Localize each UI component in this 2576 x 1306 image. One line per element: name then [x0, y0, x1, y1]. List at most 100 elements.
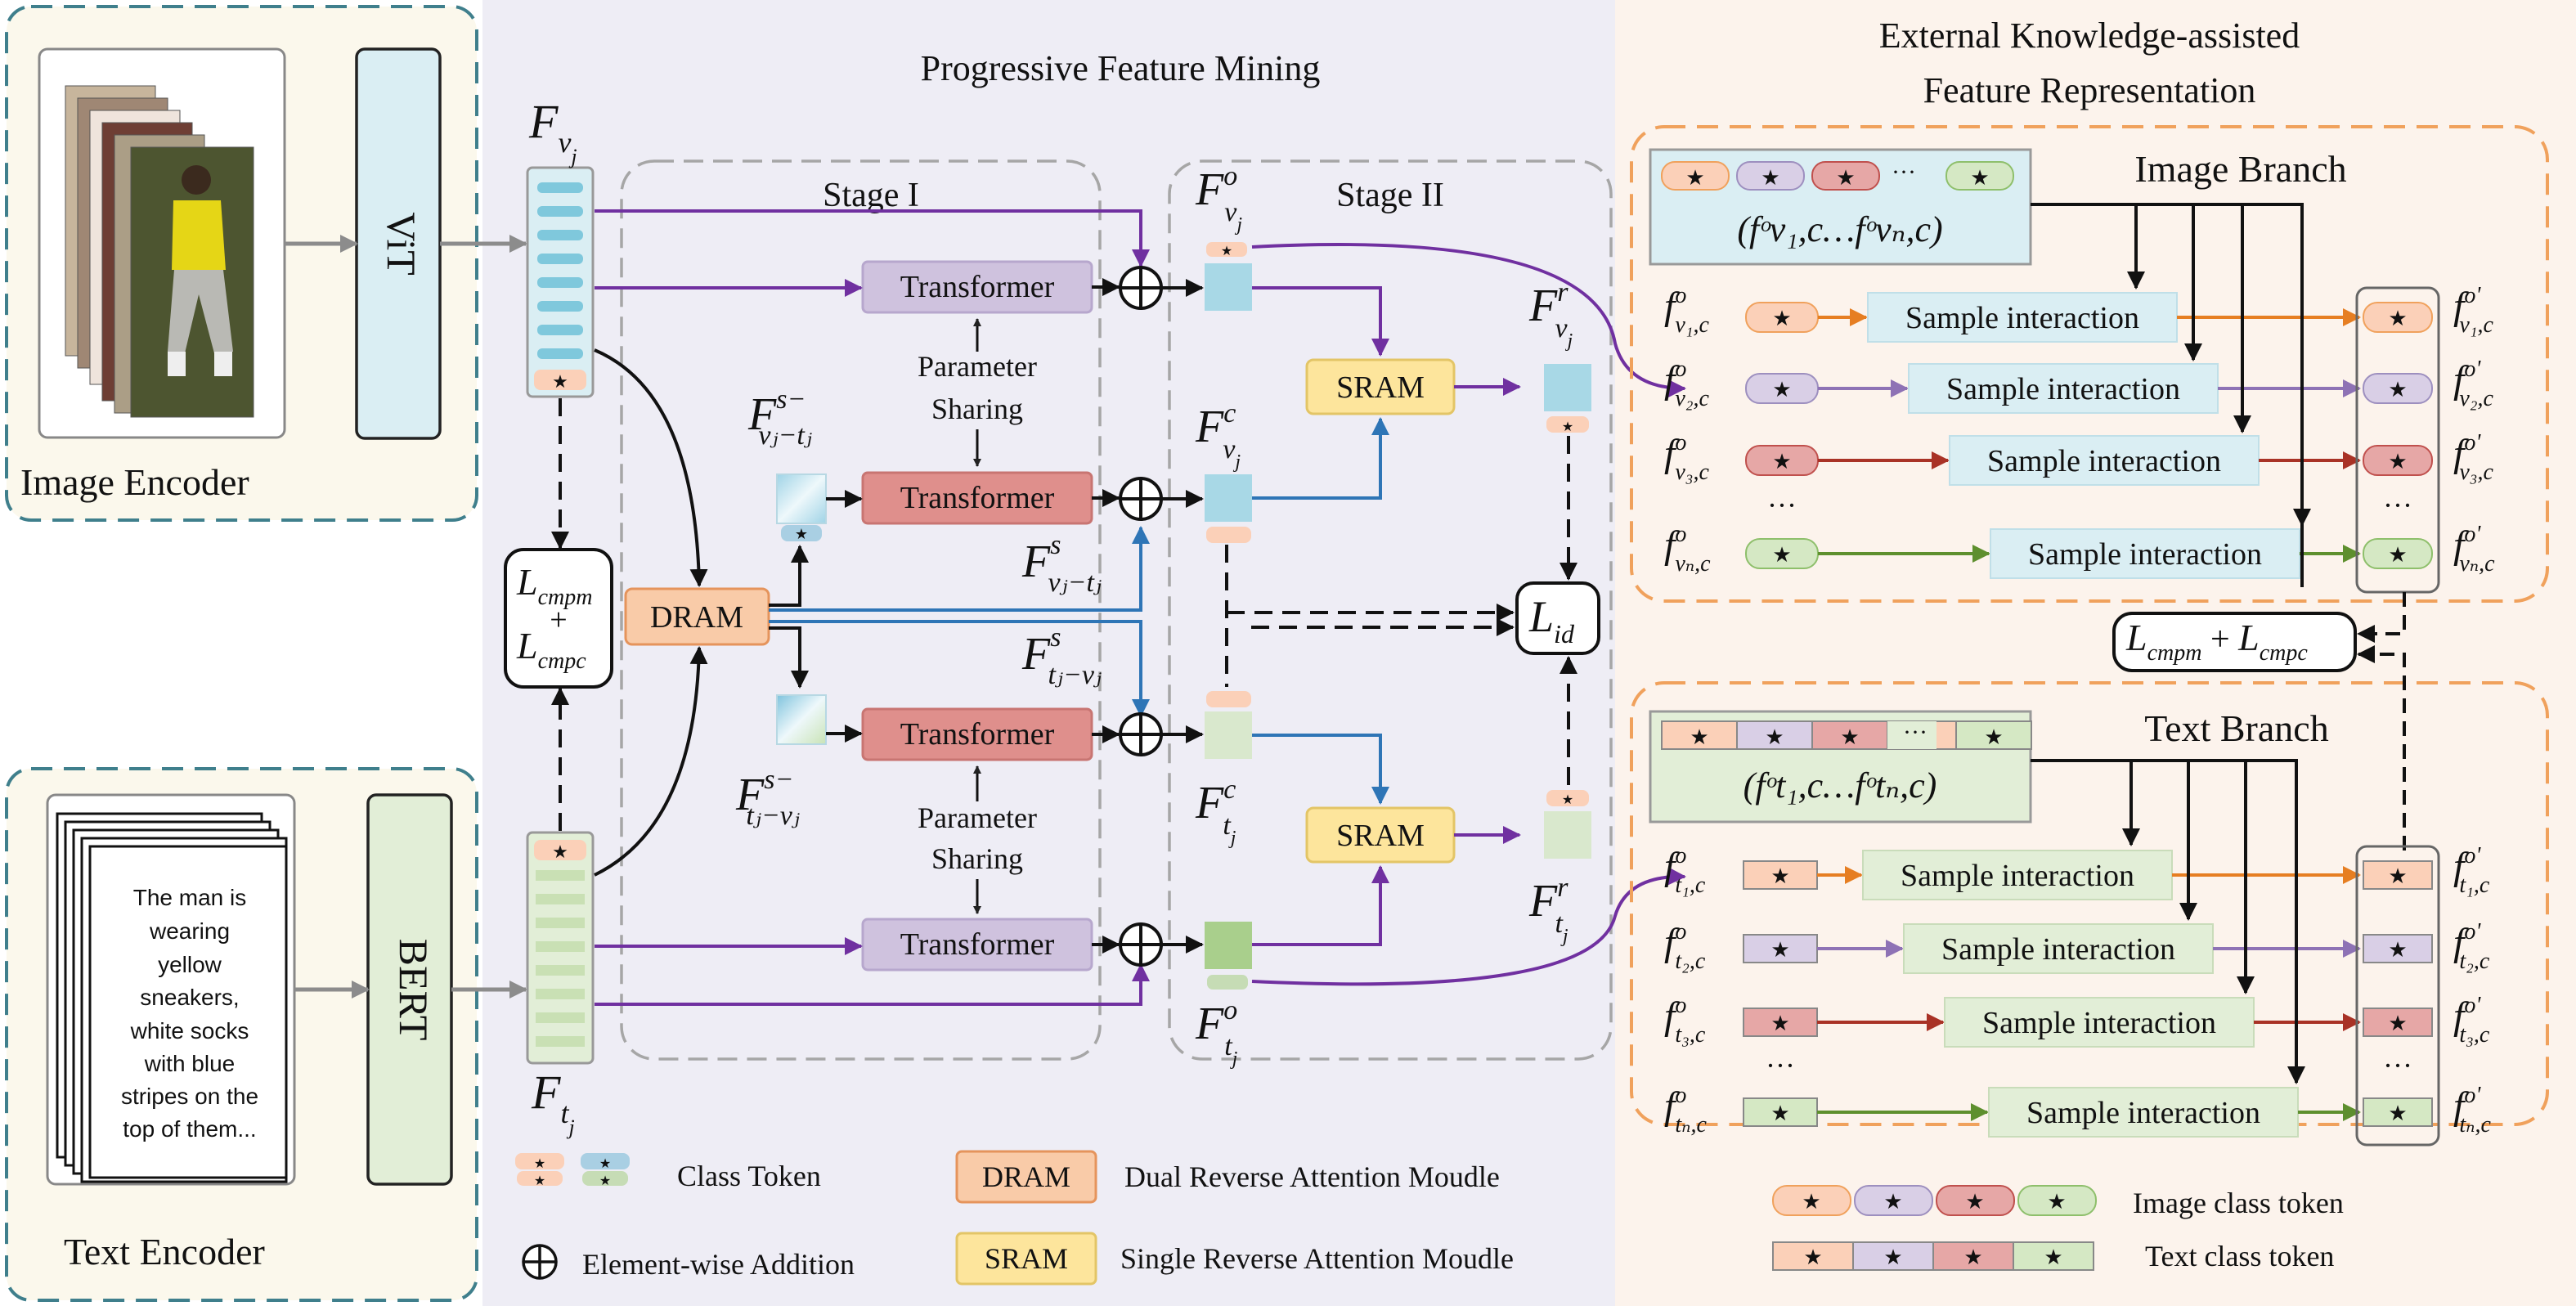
f-s-minus-tv-label: Fs−tⱼ−vⱼ — [735, 765, 800, 831]
svg-text:★: ★ — [1984, 725, 2003, 749]
svg-text:★: ★ — [1761, 165, 1779, 190]
f-s-minus-vt-label: Fs−vⱼ−tⱼ — [747, 384, 812, 451]
feat-ft-o — [1205, 922, 1252, 990]
svg-text:···: ··· — [1892, 159, 1916, 186]
svg-text:The man is: The man is — [133, 885, 247, 910]
svg-text:★: ★ — [2388, 542, 2407, 567]
dram-box — [624, 587, 770, 646]
person-images — [65, 85, 254, 418]
svg-text:top of them...: top of them... — [123, 1116, 256, 1142]
stage1-box — [620, 159, 1102, 1061]
svg-text:···: ··· — [2383, 489, 2412, 522]
svg-text:Transformer: Transformer — [900, 481, 1055, 515]
svg-text:Transformer: Transformer — [900, 927, 1055, 962]
svg-text:···: ··· — [1766, 1049, 1795, 1082]
svg-text:★: ★ — [1221, 245, 1232, 258]
svg-text:★: ★ — [552, 841, 568, 862]
svg-text:fov₁,c: fov₁,c — [1664, 283, 1710, 338]
text-set-label: (fᵒt₁,c…fᵒtₙ,c) — [1744, 765, 1937, 806]
image-set-label: (fᵒv₁,c…fᵒvₙ,c) — [1737, 209, 1942, 249]
svg-text:stripes on the: stripes on the — [121, 1084, 258, 1109]
svg-text:fo'vₙ,c: fo'vₙ,c — [2453, 522, 2495, 577]
svg-text:wearing: wearing — [149, 918, 230, 944]
svg-text:★: ★ — [2388, 864, 2407, 888]
bert-label: BERT — [391, 939, 437, 1041]
feat-fv-c — [1205, 474, 1252, 543]
add-symbol-4 — [1119, 922, 1163, 967]
svg-text:★: ★ — [1772, 449, 1791, 473]
svg-text:with blue: with blue — [144, 1051, 236, 1076]
svg-text:★: ★ — [2388, 1101, 2407, 1125]
stage2-box — [1168, 159, 1613, 1061]
svg-text:★: ★ — [1770, 1011, 1789, 1035]
image-branch-box — [1630, 125, 2549, 603]
svg-text:★: ★ — [534, 1174, 545, 1188]
svg-text:★: ★ — [552, 371, 568, 392]
text-set-tokens: ★ ★ ★ ··· ★ — [1661, 719, 2032, 750]
svg-text:fo't₂,c: fo't₂,c — [2453, 919, 2490, 974]
svg-text:SRAM: SRAM — [1336, 370, 1425, 405]
svg-text:Lcmpc: Lcmpc — [516, 625, 586, 674]
feat-ft-r: ★ — [1544, 790, 1591, 859]
svg-text:fo'tₙ,c: fo'tₙ,c — [2453, 1083, 2491, 1138]
image-branch-title: Image Branch — [2134, 148, 2346, 190]
svg-text:★: ★ — [2388, 937, 2407, 962]
svg-text:Transformer: Transformer — [900, 270, 1055, 304]
svg-text:Lcmpm: Lcmpm — [516, 561, 592, 610]
svg-text:★: ★ — [1803, 1245, 1822, 1269]
svg-text:★: ★ — [2388, 1011, 2407, 1035]
svg-text:Sample interaction: Sample interaction — [1946, 372, 2180, 406]
svg-text:DRAM: DRAM — [650, 600, 743, 635]
svg-text:DRAM: DRAM — [982, 1160, 1070, 1193]
stage1-label: Stage I — [823, 177, 919, 214]
param-sharing-bottom: Parameter — [918, 801, 1037, 834]
svg-text:fo't₁,c: fo't₁,c — [2453, 843, 2490, 898]
svg-text:★: ★ — [1562, 793, 1573, 807]
svg-text:+: + — [550, 603, 567, 637]
f-s-minus-text-box — [776, 694, 827, 745]
svg-text:Transformer: Transformer — [900, 717, 1055, 752]
svg-text:···: ··· — [1903, 719, 1928, 746]
svg-text:fo't₃,c: fo't₃,c — [2453, 993, 2490, 1048]
svg-text:Single Reverse Attention Moud: Single Reverse Attention Moudle — [1120, 1242, 1514, 1275]
svg-text:Sample interaction: Sample interaction — [1982, 1006, 2216, 1040]
svg-text:fot₁,c: fot₁,c — [1664, 843, 1706, 898]
svg-text:Sample interaction: Sample interaction — [1901, 859, 2134, 893]
svg-text:★: ★ — [1963, 1245, 1982, 1269]
add-symbol-2 — [1119, 477, 1163, 521]
svg-text:★: ★ — [1840, 725, 1859, 749]
loss-cmpm-cmpc-right — [2112, 612, 2357, 672]
svg-text:···: ··· — [1767, 489, 1797, 522]
fv-label: Fvj — [528, 95, 577, 168]
svg-text:sneakers,: sneakers, — [140, 985, 239, 1010]
legend-element-wise-addition: Element-wise Addition — [522, 1244, 855, 1281]
feat-fv-o: ★ — [1205, 242, 1252, 311]
svg-text:Sample interaction: Sample interaction — [1987, 444, 2221, 478]
svg-text:★: ★ — [1883, 1189, 1902, 1214]
svg-text:★: ★ — [1770, 937, 1789, 962]
svg-text:★: ★ — [1970, 165, 1989, 190]
svg-text:★: ★ — [2388, 449, 2407, 473]
svg-text:Lcmpm + Lcmpc: Lcmpm + Lcmpc — [2125, 617, 2308, 666]
svg-text:★: ★ — [2047, 1189, 2066, 1214]
svg-text:Element-wise Addition: Element-wise Addition — [582, 1248, 855, 1281]
svg-text:fo'v₁,c: fo'v₁,c — [2453, 283, 2494, 338]
svg-text:★: ★ — [1562, 420, 1573, 434]
svg-text:★: ★ — [599, 1157, 611, 1171]
